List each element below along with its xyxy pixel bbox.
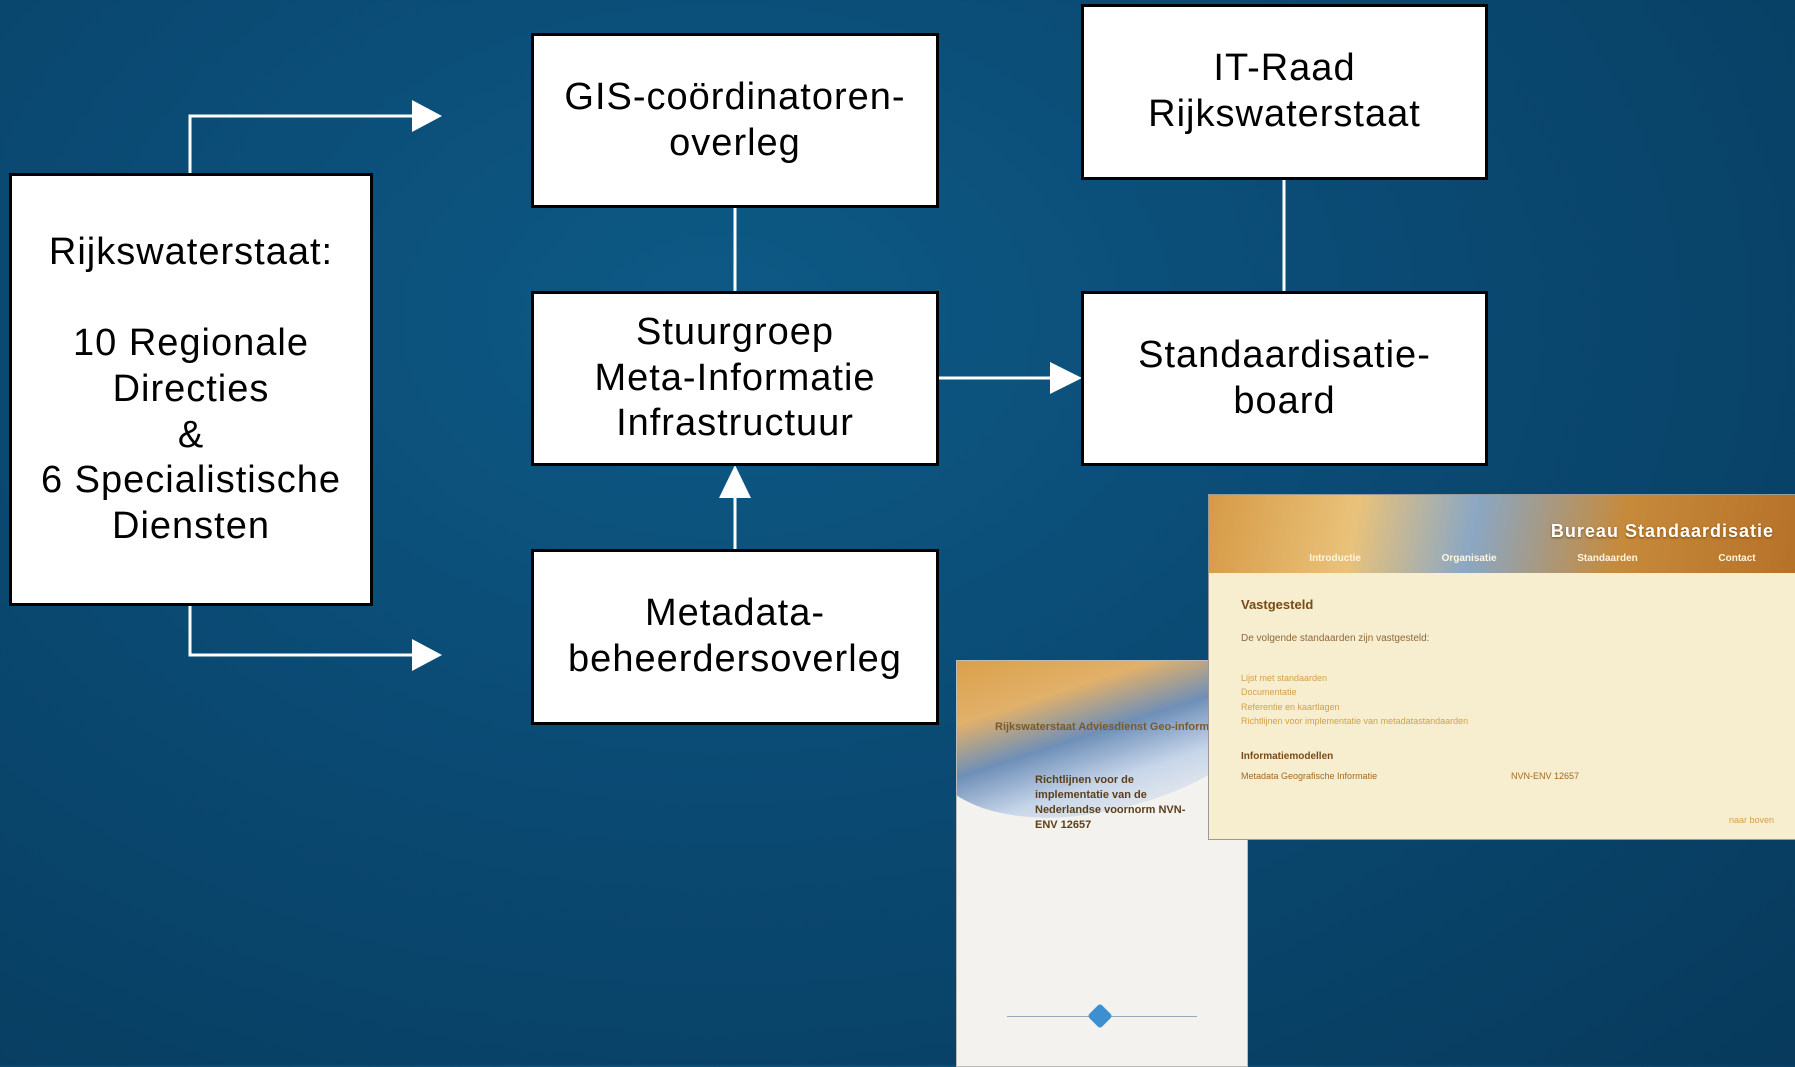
- web-link: Lijst met standaarden: [1241, 673, 1328, 683]
- rws-line-6: 6 Specialistische: [40, 459, 342, 502]
- rws-line-3: 10 Regionale: [73, 322, 309, 365]
- web-link: Documentatie: [1241, 687, 1297, 698]
- standaard-line-2: board: [1233, 379, 1336, 422]
- box-stuurgroep: Stuurgroep Meta-Informatie Infrastructuu…: [531, 291, 939, 466]
- box-rijkswaterstaat: Rijkswaterstaat: 10 Regionale Directies …: [9, 173, 373, 606]
- box-it-raad: IT-Raad Rijkswaterstaat: [1081, 4, 1488, 180]
- metadata-line-2: beheerdersoverleg: [568, 638, 902, 680]
- stuurgroep-line-3: Infrastructuur: [616, 402, 854, 445]
- rws-line-4: Directies: [112, 367, 270, 410]
- arrowhead-rws-to-gis: [412, 100, 442, 132]
- web-link: Richtlijnen voor implementatie van metad…: [1241, 716, 1469, 727]
- arrow-rws-to-metadata: [188, 606, 412, 657]
- stuurgroep-line-2: Meta-Informatie: [594, 356, 876, 399]
- arrowhead-stuurgroep-to-standaard: [1050, 362, 1082, 394]
- booklet-cover-image: Rijkswaterstaat Adviesdienst Geo-informa…: [956, 660, 1248, 1067]
- web-banner-title: Bureau Standaardisatie: [1550, 521, 1774, 541]
- webpage-screenshot: Bureau Standaardisatie Introductie Organ…: [1208, 494, 1795, 840]
- web-links: Lijst met standaarden Documentatie Refer…: [1241, 671, 1468, 729]
- gis-line-1: GIS-coördinatoren-: [564, 75, 906, 118]
- itraad-line-1: IT-Raad: [1213, 47, 1356, 90]
- web-row-name: Metadata Geografische Informatie: [1241, 771, 1378, 781]
- web-nav-item: Introductie: [1309, 553, 1361, 564]
- web-nav: Introductie Organisatie Standaarden Cont…: [1209, 553, 1795, 575]
- web-heading: Vastgesteld: [1241, 597, 1314, 612]
- web-link: Referentie en kaartlagen: [1241, 701, 1340, 712]
- booklet-logo-icon: [1087, 1003, 1113, 1029]
- rws-line-1: Rijkswaterstaat:: [48, 230, 334, 273]
- box-metadata-overleg: Metadata- beheerdersoverleg: [531, 549, 939, 725]
- arrow-rws-to-gis: [188, 114, 412, 174]
- web-nav-item: Standaarden: [1577, 553, 1638, 564]
- metadata-line-1: Metadata-: [644, 592, 826, 635]
- arrowhead-rws-to-metadata: [412, 639, 442, 671]
- web-banner: [1209, 495, 1795, 573]
- booklet-title: Richtlijnen voor de implementatie van de…: [1035, 774, 1186, 831]
- itraad-line-2: Rijkswaterstaat: [1148, 93, 1421, 135]
- box-gis-overleg: GIS-coördinatoren- overleg: [531, 33, 939, 208]
- web-nav-item: Organisatie: [1441, 553, 1497, 564]
- booklet-header: Rijkswaterstaat Adviesdienst Geo-informa…: [995, 721, 1248, 733]
- web-footer-link: naar boven: [1728, 815, 1774, 825]
- standaard-line-1: Standaardisatie-: [1138, 333, 1431, 376]
- rws-line-5: &: [177, 413, 205, 456]
- stuurgroep-line-1: Stuurgroep: [635, 311, 834, 354]
- rws-line-7: Diensten: [112, 504, 270, 547]
- arrowhead-metadata-to-stuurgroep: [719, 465, 751, 498]
- rws-line-2: [41, 275, 341, 321]
- box-standaardisatie: Standaardisatie- board: [1081, 291, 1488, 466]
- web-nav-item: Contact: [1718, 553, 1756, 564]
- web-subheading: Informatiemodellen: [1241, 751, 1334, 762]
- web-row-code: NVN-ENV 12657: [1511, 771, 1580, 781]
- gis-line-2: overleg: [669, 121, 801, 164]
- web-row: Metadata Geografische Informatie NVN-ENV…: [1241, 771, 1761, 781]
- web-intro: De volgende standaarden zijn vastgesteld…: [1241, 633, 1430, 644]
